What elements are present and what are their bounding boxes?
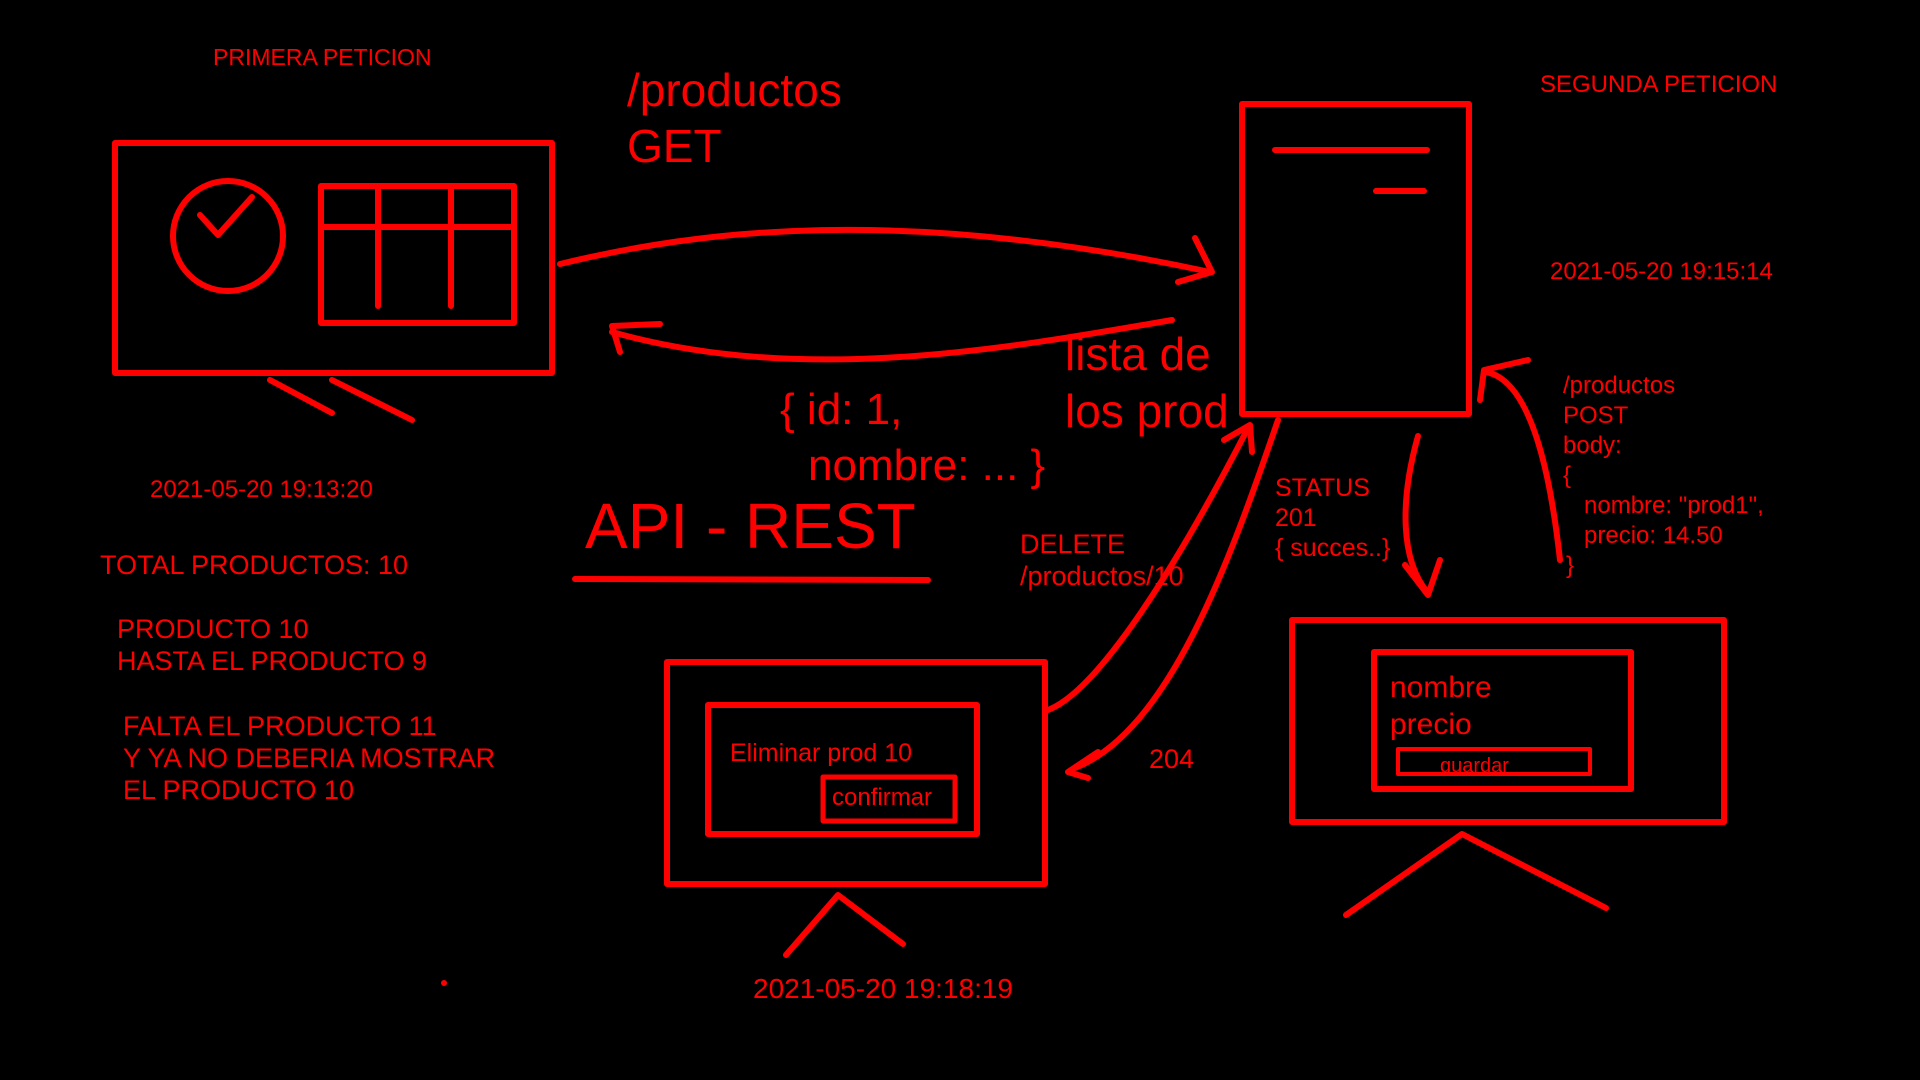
stray-dot: [441, 980, 447, 986]
table-grid: [318, 183, 517, 309]
monitor-3-screen: [1289, 617, 1727, 825]
get-request-arrow: [557, 226, 1215, 285]
product-form: [1371, 649, 1634, 792]
list-response-arrow: [609, 317, 1175, 363]
delete-dialog: [705, 702, 980, 837]
monitor-3-stand: [1343, 831, 1609, 918]
post-field-1: nombre: "prod1",: [1584, 492, 1764, 519]
confirm-button[interactable]: [820, 774, 958, 824]
server-lines: [1272, 147, 1430, 194]
timestamp-2: 2021-05-20 19:15:14: [1550, 258, 1773, 285]
status-body: { succes..}: [1275, 534, 1390, 562]
post-close-brace: }: [1566, 552, 1574, 579]
delete-status: 204: [1149, 744, 1194, 774]
monitor-2-screen: [664, 659, 1048, 887]
response-list-line-2: los prod: [1065, 385, 1229, 437]
delete-request-arrow: [1045, 422, 1255, 713]
monitor-2-stand: [783, 892, 906, 958]
timestamp-1: 2021-05-20 19:13:20: [150, 476, 373, 503]
server-box: [1239, 101, 1472, 417]
save-button[interactable]: [1396, 747, 1592, 776]
clock-hands: [197, 194, 255, 238]
delete-path: /productos/10: [1020, 561, 1184, 591]
post-body-label: body:: [1563, 432, 1622, 459]
post-response-arrow: [1402, 433, 1443, 598]
note-1-line-1: PRODUCTO 10: [117, 614, 309, 644]
server: [1239, 101, 1472, 417]
monitor-3: [1289, 617, 1727, 918]
note-1-line-2: HASTA EL PRODUCTO 9: [117, 646, 427, 676]
note-2-line-2: Y YA NO DEBERIA MOSTRAR: [123, 743, 495, 773]
confirm-button-label[interactable]: confirmar: [832, 784, 932, 811]
note-2-line-1: FALTA EL PRODUCTO 11: [123, 711, 437, 741]
total-products: TOTAL PRODUCTOS: 10: [100, 550, 408, 580]
get-path: /productos: [627, 64, 842, 116]
post-path: /productos: [1563, 372, 1675, 399]
monitor-1: [112, 140, 555, 423]
monitor-2: [664, 659, 1048, 958]
delete-response-arrow: [1065, 417, 1281, 781]
api-title-underline: [572, 576, 931, 583]
status-label: STATUS: [1275, 474, 1370, 502]
post-field-2: precio: 14.50: [1584, 522, 1723, 549]
note-2-line-3: EL PRODUCTO 10: [123, 775, 354, 805]
get-method: GET: [627, 120, 722, 172]
post-request-arrow: [1477, 357, 1563, 563]
post-method: POST: [1563, 402, 1629, 429]
json-line-2: nombre: ... }: [808, 441, 1045, 490]
api-title: API - REST: [585, 490, 916, 562]
post-open-brace: {: [1563, 462, 1571, 489]
timestamp-3: 2021-05-20 19:18:19: [753, 973, 1013, 1004]
monitor-1-screen: [112, 140, 555, 376]
annotations: PRIMERA PETICION SEGUNDA PETICION /produ…: [100, 44, 1777, 1004]
save-button-label[interactable]: guardar: [1440, 755, 1509, 777]
form-field-price: precio: [1390, 708, 1472, 741]
delete-dialog-text: Eliminar prod 10: [730, 739, 912, 767]
response-list-line-1: lista de: [1065, 328, 1211, 380]
second-request-label: SEGUNDA PETICION: [1540, 71, 1777, 98]
table-icon: [318, 183, 517, 326]
status-code: 201: [1275, 504, 1317, 532]
clock-icon: [170, 178, 286, 294]
first-request-label: PRIMERA PETICION: [213, 44, 432, 70]
form-field-name: nombre: [1390, 671, 1492, 704]
monitor-1-stand: [267, 377, 415, 423]
delete-method: DELETE: [1020, 529, 1125, 559]
json-line-1: { id: 1,: [780, 385, 902, 434]
